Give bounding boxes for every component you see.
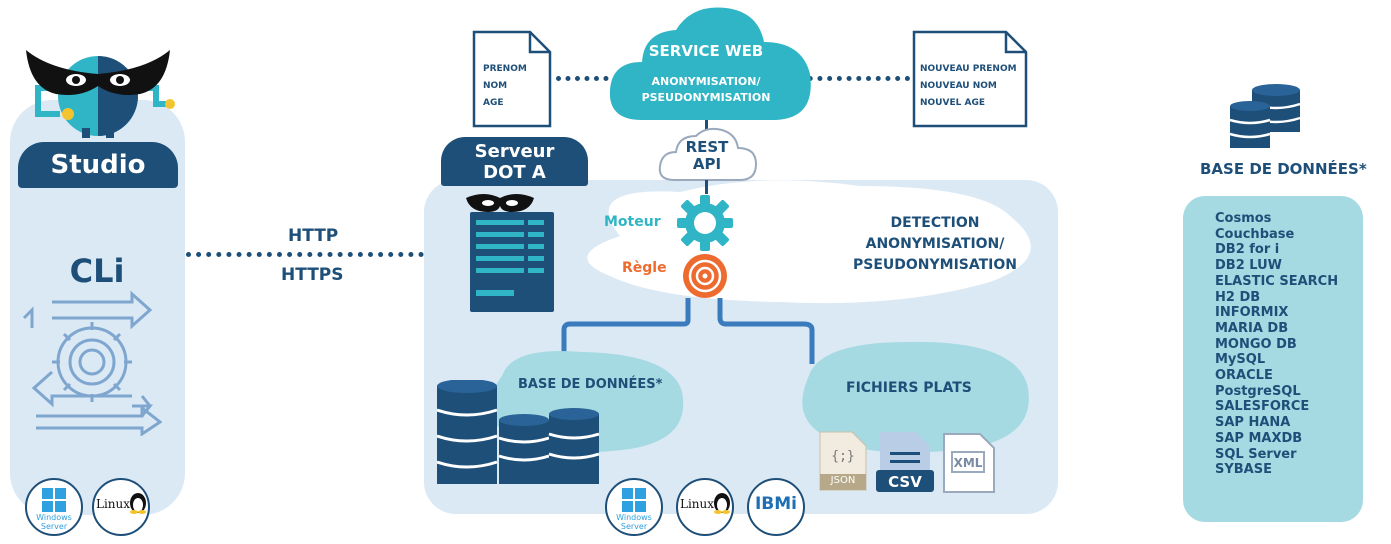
rest-api-label: REST API xyxy=(664,139,750,173)
doc-right-icon xyxy=(912,30,1028,128)
server-label-line1: Serveur xyxy=(474,141,555,162)
linux-badge-center-label: Linux xyxy=(680,497,715,511)
database-stack-icon xyxy=(1229,84,1301,148)
service-web-cloud xyxy=(609,7,811,120)
xml-file-icon xyxy=(943,433,995,493)
linux-badge-label: Linux xyxy=(96,497,131,511)
ibmi-badge xyxy=(747,478,805,536)
svg-text:{;}: {;} xyxy=(831,449,854,464)
flat-files-label: FICHIERS PLATS xyxy=(846,380,972,396)
list-item: Couchbase xyxy=(1215,226,1295,242)
ibmi-badge-label: IBMi xyxy=(754,494,798,514)
list-item: DB2 for i xyxy=(1215,242,1280,258)
detection-line1: DETECTION xyxy=(890,215,980,231)
service-rest-link xyxy=(705,120,708,130)
moteur-label: Moteur xyxy=(604,214,661,230)
mascot-icon xyxy=(26,50,175,138)
windows-badge-sublabel: Server xyxy=(40,522,68,531)
windows-badge-label: Windows xyxy=(36,513,72,522)
windows-server-badge xyxy=(25,478,83,536)
list-item: Cosmos xyxy=(1215,211,1272,226)
json-file-icon: {;} xyxy=(819,431,867,491)
server-label: Serveur DOT A xyxy=(441,137,588,186)
doc-left-field-nom: NOM xyxy=(483,81,508,91)
server-icon xyxy=(466,194,554,312)
doc-left-field-prenom: PRENOM xyxy=(483,64,527,74)
flat-files-blob xyxy=(802,341,1029,453)
list-item: SAP HANA xyxy=(1215,415,1291,431)
database-cluster-icon xyxy=(437,380,600,484)
list-item: SAP MAXDB xyxy=(1215,430,1303,446)
service-web-title: SERVICE WEB xyxy=(648,42,764,60)
gear-icon xyxy=(677,195,733,251)
rest-api-line2: API xyxy=(692,155,722,173)
db-list-panel xyxy=(1183,196,1363,522)
list-item: SALESFORCE xyxy=(1215,399,1310,415)
http-label: HTTP xyxy=(288,226,339,246)
branch-connectors xyxy=(561,298,815,376)
service-connector-right xyxy=(798,76,910,81)
inner-db-label: BASE DE DONNÉES* xyxy=(518,377,663,392)
cli-label: CLi xyxy=(69,252,125,290)
service-web-line1: ANONYMISATION/ xyxy=(651,75,761,88)
db-list: Cosmos Couchbase DB2 for i DB2 LUW ELAST… xyxy=(1215,211,1338,478)
list-item: ELASTIC SEARCH xyxy=(1215,273,1339,289)
right-db-title: BASE DE DONNÉES* xyxy=(1200,160,1367,178)
doc-right-field-nom: NOUVEAU NOM xyxy=(920,81,997,91)
regle-label: Règle xyxy=(622,260,667,276)
list-item: MySQL xyxy=(1215,352,1266,368)
tux-icon xyxy=(130,493,146,514)
list-item: ORACLE xyxy=(1215,368,1273,384)
server-label-line2: DOT A xyxy=(483,162,546,183)
windows-icon xyxy=(42,488,66,512)
list-item: SQL Server xyxy=(1215,446,1297,462)
tux-icon-center xyxy=(714,493,730,514)
doc-left-icon xyxy=(472,30,552,128)
studio-label: Studio xyxy=(18,142,178,188)
detection-line2: ANONYMISATION/ xyxy=(865,236,1005,252)
windows-badge-center-sublabel: Server xyxy=(620,522,648,531)
windows-server-badge-center xyxy=(605,478,663,536)
list-item: MONGO DB xyxy=(1215,336,1297,352)
detection-label: DETECTION ANONYMISATION/ PSEUDONYMISATIO… xyxy=(830,213,1040,276)
detection-line3: PSEUDONYMISATION xyxy=(852,257,1017,273)
service-connector-left xyxy=(556,76,618,81)
json-file-label: JSON xyxy=(830,475,856,486)
list-item: DB2 LUW xyxy=(1215,258,1282,274)
doc-left-fields: PRENOM NOM AGE xyxy=(483,61,527,112)
list-item: MARIA DB xyxy=(1215,320,1289,336)
service-web-line2: PSEUDONYMISATION xyxy=(641,91,771,104)
windows-badge-center-label: Windows xyxy=(616,513,652,522)
list-item: SYBASE xyxy=(1215,462,1272,478)
list-item: H2 DB xyxy=(1215,289,1261,305)
rest-api-cloud xyxy=(658,127,758,181)
doc-right-fields: NOUVEAU PRENOM NOUVEAU NOM NOUVEL AGE xyxy=(920,61,1017,112)
https-label: HTTPS xyxy=(281,265,344,285)
windows-icon-center xyxy=(622,488,646,512)
csv-file-label: CSV xyxy=(888,473,922,491)
list-item: PostgreSQL xyxy=(1215,383,1301,399)
rest-engine-link xyxy=(705,180,708,194)
doc-right-field-prenom: NOUVEAU PRENOM xyxy=(920,64,1017,74)
csv-file-icon xyxy=(876,432,934,492)
http-connector-line xyxy=(186,252,444,257)
doc-right-field-age: NOUVEL AGE xyxy=(920,98,985,108)
target-icon xyxy=(683,254,727,298)
cli-process-icon xyxy=(22,290,162,436)
xml-file-label: XML xyxy=(953,456,983,470)
rest-api-line1: REST xyxy=(685,138,729,156)
doc-left-field-age: AGE xyxy=(483,98,504,108)
list-item: INFORMIX xyxy=(1215,305,1289,321)
service-web-subtitle: ANONYMISATION/ PSEUDONYMISATION xyxy=(618,74,794,106)
